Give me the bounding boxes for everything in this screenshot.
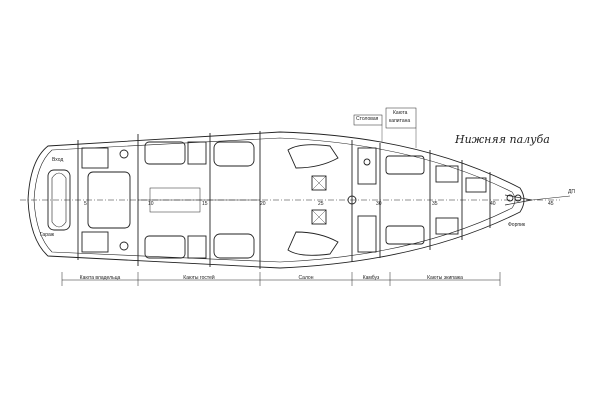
- label-garazh: Гараж: [40, 232, 55, 238]
- garage-compartment: [47, 169, 71, 231]
- frame-number: 20: [260, 201, 266, 207]
- crew-berth-2: [385, 225, 425, 245]
- label-stolovaya: Столовая: [356, 116, 379, 122]
- guest-berth-port: [144, 141, 186, 165]
- owner-berth: [87, 171, 131, 229]
- frame-number: 40: [490, 201, 496, 207]
- deck-title: Нижняя палуба: [455, 133, 550, 146]
- saloon-sofa-starboard: [287, 231, 339, 256]
- frame-number: 25: [318, 201, 324, 207]
- label-dp: ДП: [568, 189, 575, 195]
- label-kayuta: Каюта: [393, 110, 408, 116]
- guest-berth-starboard: [144, 235, 186, 259]
- frame-number: 45: [548, 201, 554, 207]
- saloon-table-starboard: [311, 209, 327, 225]
- frame-number: 30: [376, 201, 382, 207]
- frame-number: 5: [84, 201, 87, 207]
- label-forpik: Форпик: [508, 222, 526, 228]
- frame-number: 10: [148, 201, 154, 207]
- mast-step: [347, 195, 357, 205]
- label-vhod: Вход: [52, 157, 64, 163]
- zone-owner-cabin: Каюта владельца: [79, 275, 121, 281]
- zone-galley: Камбуз: [362, 275, 380, 281]
- label-kapitana: капитана: [389, 118, 411, 124]
- saloon-table-port: [311, 175, 327, 191]
- galley-counter: [357, 147, 377, 185]
- saloon-sofa-port: [287, 144, 339, 169]
- frame-number: 15: [202, 201, 208, 207]
- crew-berth-1: [385, 155, 425, 175]
- zone-saloon: Салон: [298, 275, 314, 281]
- hull-inner-outline: [33, 137, 516, 263]
- frame-number: 35: [432, 201, 438, 207]
- zone-dimension-lines: [61, 272, 501, 286]
- zone-guest-cabins: Каюты гостей: [183, 275, 215, 281]
- zone-crew-cabins: Каюты экипажа: [427, 275, 463, 281]
